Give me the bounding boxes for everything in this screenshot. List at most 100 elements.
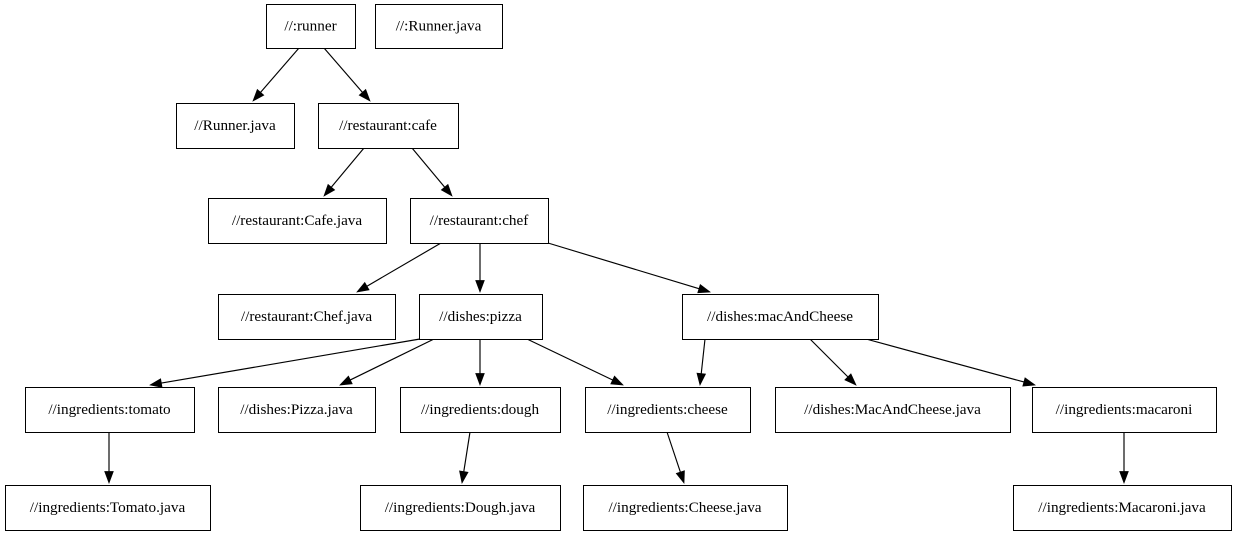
graph-edge xyxy=(339,338,435,386)
graph-node[interactable]: //ingredients:tomato xyxy=(25,387,195,433)
node-box[interactable] xyxy=(775,387,1011,433)
node-box[interactable] xyxy=(25,387,195,433)
edge-line xyxy=(330,147,365,188)
edge-arrowhead xyxy=(1022,377,1036,387)
edge-arrowhead xyxy=(697,283,711,294)
graph-node[interactable]: //ingredients:Tomato.java xyxy=(5,485,211,531)
edge-arrowhead xyxy=(358,88,371,102)
node-label: //:runner xyxy=(284,17,336,34)
graph-edge xyxy=(252,47,300,102)
edge-line xyxy=(260,47,300,93)
graph-edge xyxy=(666,431,685,484)
edge-arrowhead xyxy=(475,280,485,293)
edge-arrowhead xyxy=(104,471,114,484)
node-box[interactable] xyxy=(583,485,788,531)
graph-node[interactable]: //dishes:Pizza.java xyxy=(218,387,376,433)
edge-arrowhead xyxy=(459,470,469,484)
edge-line xyxy=(161,338,421,384)
node-label: //ingredients:Tomato.java xyxy=(30,499,186,516)
graph-node[interactable]: //:Runner.java xyxy=(375,4,503,49)
edge-arrowhead xyxy=(1119,471,1129,484)
node-box[interactable] xyxy=(1032,387,1217,433)
edge-arrowhead xyxy=(475,373,485,386)
node-label: //restaurant:chef xyxy=(430,212,530,229)
node-box[interactable] xyxy=(400,387,561,433)
edges-layer xyxy=(104,47,1129,484)
edge-line xyxy=(323,47,363,93)
edge-arrowhead xyxy=(356,281,370,293)
graph-edge xyxy=(865,338,1036,387)
node-box[interactable] xyxy=(218,387,376,433)
graph-edge xyxy=(526,338,624,386)
graph-edge xyxy=(1119,432,1129,484)
graph-edge xyxy=(475,243,485,293)
edge-line xyxy=(547,242,700,290)
node-label: //ingredients:dough xyxy=(421,401,540,418)
node-label: //ingredients:macaroni xyxy=(1056,401,1193,418)
graph-node[interactable]: //ingredients:macaroni xyxy=(1032,387,1217,433)
node-box[interactable] xyxy=(208,198,387,244)
node-box[interactable] xyxy=(266,4,356,49)
edge-line xyxy=(809,338,849,378)
edge-arrowhead xyxy=(149,378,163,388)
graph-node[interactable]: //ingredients:Cheese.java xyxy=(583,485,788,531)
graph-edge xyxy=(547,242,711,294)
graph-node[interactable]: //ingredients:Macaroni.java xyxy=(1013,485,1232,531)
graph-edge xyxy=(411,147,453,197)
graph-node[interactable]: //restaurant:chef xyxy=(410,198,549,244)
node-label: //Runner.java xyxy=(194,117,276,134)
graph-node[interactable]: //dishes:pizza xyxy=(419,294,543,340)
graph-node[interactable]: //dishes:MacAndCheese.java xyxy=(775,387,1011,433)
edge-arrowhead xyxy=(323,183,336,197)
graph-edge xyxy=(149,338,421,388)
node-box[interactable] xyxy=(375,4,503,49)
edge-line xyxy=(411,147,446,188)
node-box[interactable] xyxy=(5,485,211,531)
graph-node[interactable]: //restaurant:Chef.java xyxy=(218,294,396,340)
node-box[interactable] xyxy=(410,198,549,244)
edge-line xyxy=(666,431,681,473)
graph-node[interactable]: //restaurant:cafe xyxy=(318,103,459,149)
edge-arrowhead xyxy=(339,375,353,386)
graph-node[interactable]: //ingredients:cheese xyxy=(585,387,751,433)
graph-node[interactable]: //:runner xyxy=(266,4,356,49)
node-label: //dishes:macAndCheese xyxy=(707,308,853,325)
graph-edge xyxy=(459,431,471,484)
node-label: //ingredients:Cheese.java xyxy=(608,499,761,516)
graph-node[interactable]: //ingredients:Dough.java xyxy=(360,485,561,531)
nodes-layer: //:runner //:Runner.java //Runner.java //re… xyxy=(5,4,1232,531)
node-box[interactable] xyxy=(419,294,543,340)
graph-edge xyxy=(809,338,857,386)
node-label: //restaurant:Chef.java xyxy=(241,308,372,325)
node-label: //ingredients:Macaroni.java xyxy=(1038,499,1206,516)
edge-line xyxy=(865,338,1025,383)
graph-edge xyxy=(323,47,371,102)
graph-node[interactable]: //dishes:macAndCheese xyxy=(682,294,879,340)
graph-edge xyxy=(356,242,442,293)
node-label: //restaurant:Cafe.java xyxy=(232,212,363,229)
node-box[interactable] xyxy=(176,103,295,149)
graph-node[interactable]: //restaurant:Cafe.java xyxy=(208,198,387,244)
node-box[interactable] xyxy=(585,387,751,433)
edge-line xyxy=(463,431,471,472)
node-label: //ingredients:tomato xyxy=(48,401,171,418)
node-box[interactable] xyxy=(360,485,561,531)
graph-node[interactable]: //ingredients:dough xyxy=(400,387,561,433)
node-label: //dishes:Pizza.java xyxy=(240,401,353,418)
node-box[interactable] xyxy=(318,103,459,149)
edge-arrowhead xyxy=(440,183,453,197)
edge-arrowhead xyxy=(696,372,707,386)
node-box[interactable] xyxy=(682,294,879,340)
edge-line xyxy=(350,338,435,381)
node-box[interactable] xyxy=(218,294,396,340)
graph-node[interactable]: //Runner.java xyxy=(176,103,295,149)
graph-edge xyxy=(104,432,114,484)
node-label: //:Runner.java xyxy=(396,17,482,34)
edge-arrowhead xyxy=(610,375,624,386)
graph-edge xyxy=(475,339,485,386)
node-box[interactable] xyxy=(1013,485,1232,531)
node-label: //ingredients:cheese xyxy=(607,401,728,418)
node-label: //dishes:pizza xyxy=(439,308,522,325)
